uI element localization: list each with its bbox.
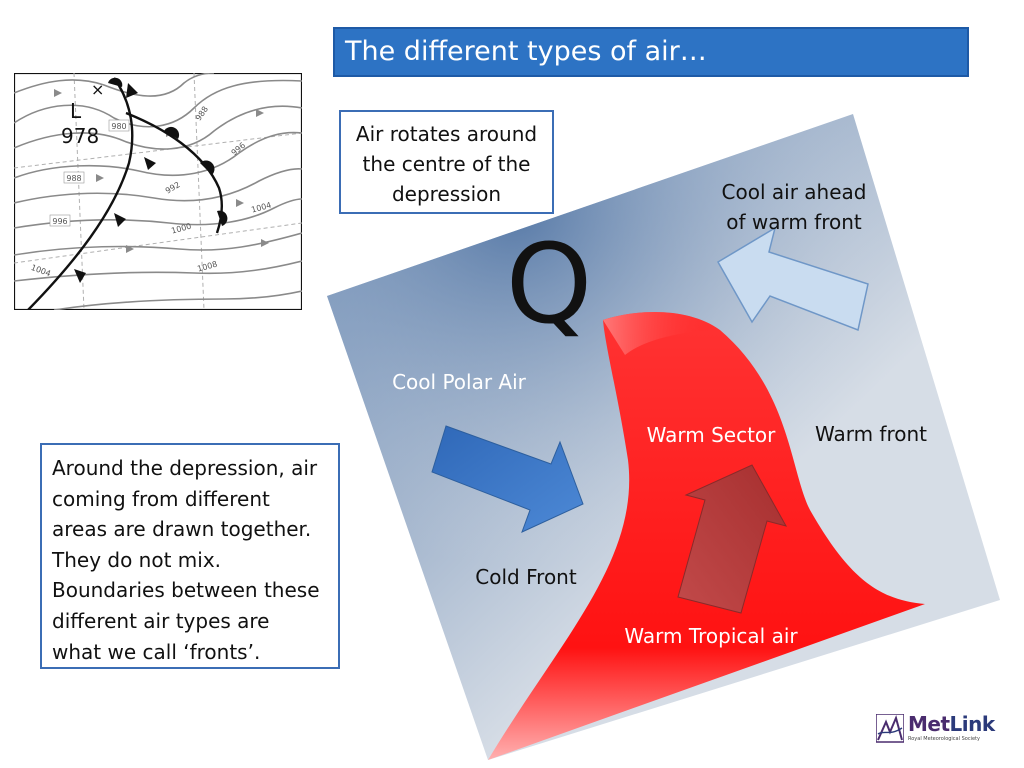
metlink-logo-mark-icon [876, 714, 904, 743]
warm-front-semicircles [108, 77, 228, 226]
low-centre-cross-icon: × [91, 80, 104, 99]
warm-sector-highlight [603, 311, 720, 355]
explanation-line: coming from different [52, 486, 270, 511]
explanation-line: what we call ‘fronts’. [52, 639, 261, 664]
slide-title: The different types of air… [333, 27, 969, 77]
low-letter: L [70, 99, 82, 123]
depression-symbol: Q [506, 220, 593, 348]
label-cool-air-ahead-line1: Cool air ahead [722, 180, 867, 204]
metlink-logo-subtitle: Royal Meteorological Society [908, 736, 980, 742]
rotation-info-line: Air rotates around [355, 122, 538, 146]
label-warm-front: Warm front [815, 422, 927, 446]
synoptic-chart: 980 988 988 992 996 996 1000 1004 1004 1… [14, 73, 302, 310]
label-cold-front: Cold Front [475, 565, 577, 589]
explanation-box: Around the depression, air coming from d… [40, 443, 340, 669]
explanation-line: Boundaries between these [52, 578, 320, 603]
cold-front-line [27, 77, 134, 310]
metlink-logo: MetLink Royal Meteorological Society [876, 712, 996, 746]
explanation-line: areas are drawn together. [52, 517, 312, 542]
cold-front-triangles [74, 83, 156, 283]
svg-text:996: 996 [52, 217, 67, 226]
rotation-info-line: depression [391, 182, 502, 206]
explanation-line: different air types are [52, 608, 270, 633]
svg-text:988: 988 [66, 174, 81, 183]
rotation-info-box: Air rotates around the centre of the dep… [339, 110, 554, 214]
label-warm-sector: Warm Sector [647, 423, 777, 447]
rotation-info-line: the centre of the [362, 152, 531, 176]
cool-air-arrow [716, 226, 869, 332]
svg-text:980: 980 [111, 122, 126, 131]
label-cool-polar-air: Cool Polar Air [392, 370, 527, 394]
explanation-line: Around the depression, air [52, 456, 318, 480]
label-cool-air-ahead-line2: of warm front [726, 210, 862, 234]
explanation-line: They do not mix. [52, 547, 222, 572]
cold-air-arrow [431, 425, 584, 533]
label-warm-tropical-air: Warm Tropical air [624, 624, 798, 648]
warm-air-arrow [677, 464, 788, 614]
low-pressure-value: 978 [61, 124, 99, 148]
graticule [14, 73, 302, 310]
metlink-logo-word: MetLink [908, 712, 995, 736]
